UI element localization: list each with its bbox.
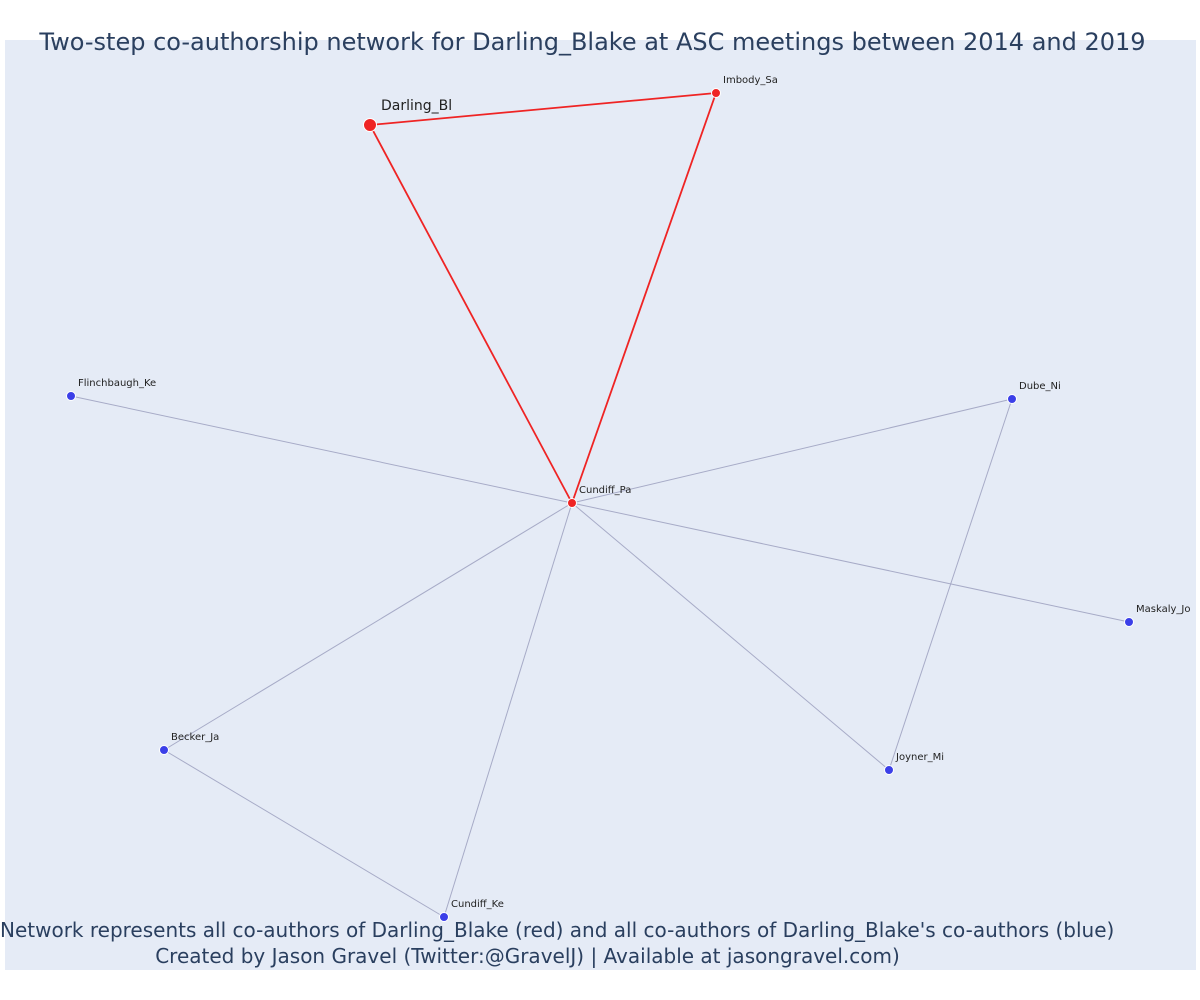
node-label: Cundiff_Pa — [579, 485, 631, 496]
node-label: Flinchbaugh_Ke — [78, 378, 156, 389]
node-marker[interactable] — [439, 912, 449, 922]
edge-Darling_Bl-Imbody_Sa — [369, 92, 717, 126]
edge-Cundiff_Pa-Cundiff_Ke — [443, 502, 573, 918]
node-Darling_Bl[interactable]: Darling_Bl — [363, 98, 453, 132]
edge-Imbody_Sa-Cundiff_Pa — [571, 92, 717, 504]
edge-Dube_Ni-Joyner_Mi — [888, 398, 1013, 771]
edge-Cundiff_Pa-Maskaly_Jo — [571, 502, 1130, 623]
network-plot-area — [5, 40, 1196, 970]
node-Maskaly_Jo[interactable]: Maskaly_Jo — [1124, 604, 1191, 627]
node-label: Cundiff_Ke — [451, 899, 504, 910]
node-marker[interactable] — [66, 391, 76, 401]
node-Cundiff_Pa[interactable]: Cundiff_Pa — [567, 485, 632, 508]
node-label: Darling_Bl — [381, 98, 452, 114]
edge-Cundiff_Pa-Dube_Ni — [571, 398, 1013, 504]
node-marker[interactable] — [363, 118, 377, 132]
node-Flinchbaugh_Ke[interactable]: Flinchbaugh_Ke — [66, 378, 157, 401]
node-label: Imbody_Sa — [723, 75, 778, 86]
node-marker[interactable] — [711, 88, 721, 98]
node-marker[interactable] — [1124, 617, 1134, 627]
caption-line-1: Network represents all co-authors of Dar… — [0, 918, 1115, 942]
node-Cundiff_Ke[interactable]: Cundiff_Ke — [439, 899, 504, 922]
node-label: Becker_Ja — [171, 732, 219, 743]
node-label: Dube_Ni — [1019, 381, 1061, 392]
node-Dube_Ni[interactable]: Dube_Ni — [1007, 381, 1061, 404]
node-Becker_Ja[interactable]: Becker_Ja — [159, 732, 220, 755]
caption-line-2: Created by Jason Gravel (Twitter:@Gravel… — [155, 944, 900, 968]
edge-Cundiff_Pa-Becker_Ja — [163, 502, 573, 751]
node-marker[interactable] — [1007, 394, 1017, 404]
node-marker[interactable] — [159, 745, 169, 755]
edge-Cundiff_Pa-Joyner_Mi — [571, 502, 890, 771]
node-Joyner_Mi[interactable]: Joyner_Mi — [884, 752, 945, 775]
node-label: Maskaly_Jo — [1136, 604, 1190, 615]
node-label: Joyner_Mi — [895, 752, 944, 763]
edges-layer — [70, 92, 1130, 918]
edge-Cundiff_Pa-Flinchbaugh_Ke — [70, 395, 573, 504]
edge-Becker_Ja-Cundiff_Ke — [163, 749, 445, 918]
node-Imbody_Sa[interactable]: Imbody_Sa — [711, 75, 778, 98]
chart-title: Two-step co-authorship network for Darli… — [39, 28, 1146, 56]
edge-Darling_Bl-Cundiff_Pa — [369, 124, 573, 504]
node-marker[interactable] — [567, 498, 577, 508]
node-marker[interactable] — [884, 765, 894, 775]
